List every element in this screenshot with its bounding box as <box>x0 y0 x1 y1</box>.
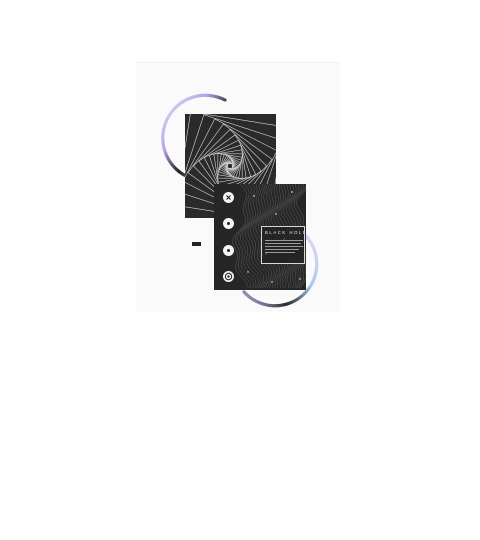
spiral-square <box>227 163 233 169</box>
spiral-square <box>218 154 242 178</box>
text-line <box>265 246 303 247</box>
spiral-square <box>203 139 257 193</box>
spiral-square <box>223 159 237 173</box>
spiral-square <box>221 157 239 175</box>
text-line <box>265 249 299 250</box>
text-line <box>265 243 301 244</box>
spiral-square <box>187 123 273 209</box>
spiral-square <box>217 153 243 179</box>
nav-dot-button[interactable] <box>222 244 234 256</box>
spiral-square <box>213 149 247 183</box>
spiral-square <box>217 153 243 179</box>
wave-line <box>245 184 262 289</box>
close-icon <box>225 195 231 200</box>
spiral-square <box>220 156 240 176</box>
spiral-square <box>226 162 234 170</box>
spiral-square <box>222 158 238 174</box>
spiral-square <box>208 144 252 188</box>
info-text-lines <box>265 240 303 253</box>
wave-line <box>250 184 267 289</box>
star-dot <box>275 213 277 215</box>
target-icon <box>224 272 232 281</box>
star-dot <box>291 191 293 193</box>
info-box: BLACK HOLE <box>261 226 305 264</box>
star-dot <box>271 281 273 283</box>
spiral-square <box>219 155 241 177</box>
nav-dot-button[interactable] <box>222 218 234 230</box>
spiral-square <box>225 161 235 171</box>
dot-icon <box>226 222 230 226</box>
wave-line <box>239 184 257 289</box>
wave-line <box>232 184 249 289</box>
black-hole-card[interactable]: BLACK HOLE <box>214 184 306 290</box>
star-dot <box>253 195 255 197</box>
text-line <box>265 252 295 253</box>
wave-line <box>242 184 259 289</box>
side-tab-marker <box>192 242 201 246</box>
carousel-nav <box>220 192 236 282</box>
nav-close-button[interactable] <box>222 192 234 203</box>
spiral-square <box>227 163 233 169</box>
star-dot <box>247 271 249 273</box>
wave-line <box>237 184 254 289</box>
wave-line <box>252 184 270 289</box>
text-line <box>265 240 303 241</box>
wave-line <box>296 188 306 289</box>
wave-line <box>247 184 265 289</box>
panel-top-edge <box>136 62 340 63</box>
dot-icon <box>226 248 230 252</box>
star-dot <box>299 278 301 280</box>
wave-line <box>255 184 272 289</box>
nav-target-button[interactable] <box>222 270 234 282</box>
wave-line <box>234 184 251 289</box>
info-title: BLACK HOLE <box>265 230 305 235</box>
